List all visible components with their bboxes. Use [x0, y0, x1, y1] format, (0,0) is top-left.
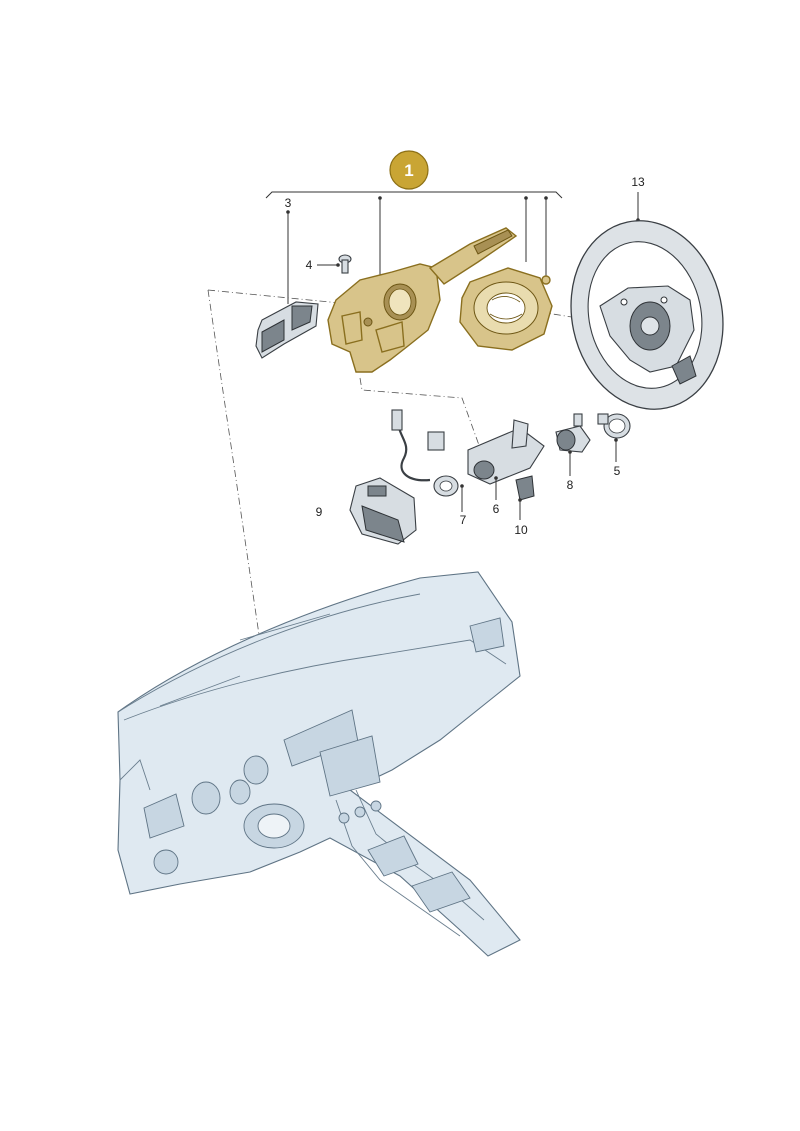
wiring-harness	[391, 409, 445, 482]
group-bracket	[265, 191, 563, 276]
dashboard-illustration	[117, 571, 521, 957]
callout-13: 13	[631, 175, 645, 189]
part-8-lock-cylinder[interactable]	[555, 413, 591, 476]
part-9-control-unit[interactable]	[349, 477, 417, 545]
callout-labels: 3 4 13 9 7 6 10 8 5	[285, 175, 645, 537]
callout-6: 6	[493, 502, 500, 516]
group-badge[interactable]: 1	[389, 150, 429, 190]
callout-8: 8	[567, 478, 574, 492]
callout-9: 9	[316, 505, 323, 519]
callout-10: 10	[514, 523, 528, 537]
part-7-reader-coil[interactable]	[433, 475, 464, 512]
part-4-screw[interactable]	[317, 254, 352, 274]
callout-5: 5	[614, 464, 621, 478]
badge-label: 1	[404, 161, 413, 180]
combination-switch[interactable]	[327, 227, 518, 373]
part-3-bracket[interactable]	[255, 210, 319, 359]
callout-7: 7	[460, 513, 467, 527]
part-13-steering-wheel[interactable]	[554, 192, 740, 424]
part-5-ring[interactable]	[597, 413, 631, 462]
callout-3: 3	[285, 196, 292, 210]
callout-4: 4	[306, 258, 313, 272]
part-6-lock-housing[interactable]	[467, 419, 545, 500]
clock-spring[interactable]	[459, 267, 553, 351]
part-10-key-switch[interactable]	[515, 475, 535, 520]
